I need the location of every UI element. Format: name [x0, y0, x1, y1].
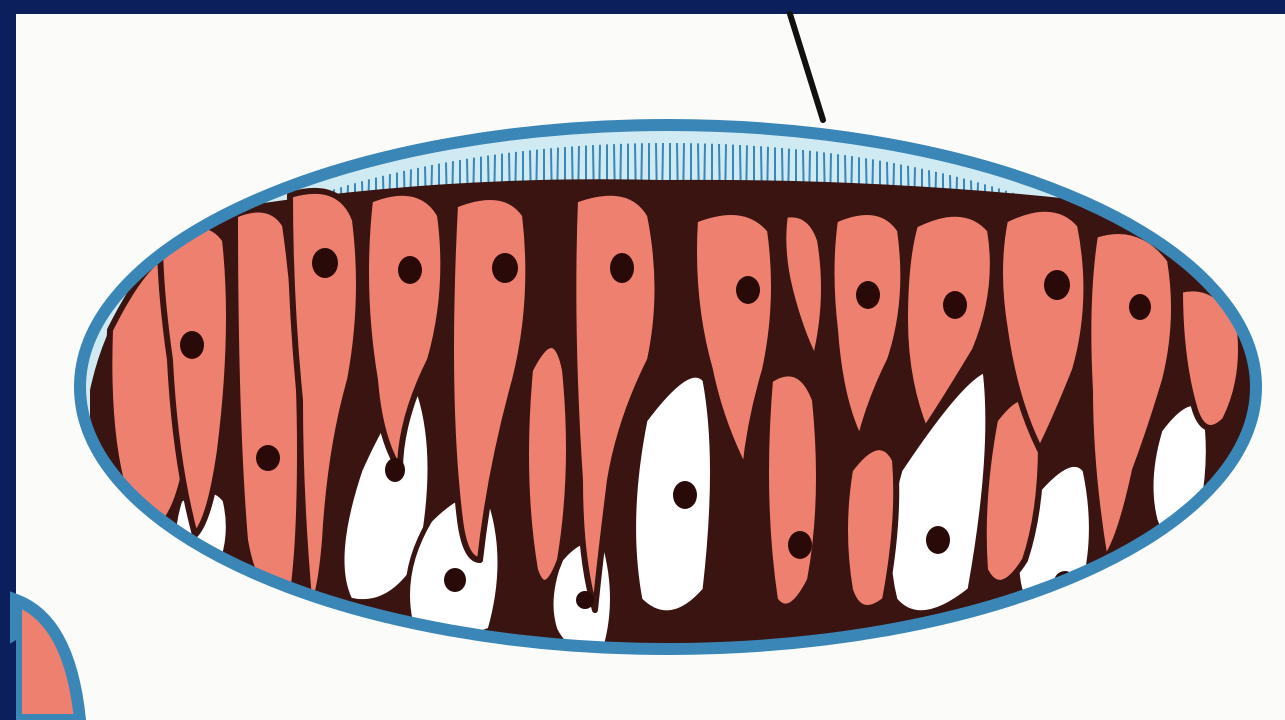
nucleus [385, 458, 405, 482]
nucleus [312, 248, 338, 278]
nucleus [1129, 294, 1151, 320]
nucleus [943, 291, 967, 319]
nucleus [610, 253, 634, 283]
corner-ribbon [0, 640, 16, 720]
nucleus [736, 276, 760, 304]
epithelium-layer [80, 143, 1265, 700]
nucleus [1044, 270, 1070, 300]
nucleus [856, 281, 880, 309]
nucleus [788, 531, 812, 559]
nucleus [492, 253, 518, 283]
adjacent-oval-fragment [16, 600, 80, 720]
nucleus [180, 331, 204, 359]
nucleus [398, 256, 422, 284]
columnar-cell [845, 447, 896, 608]
nucleus [926, 526, 950, 554]
nucleus [576, 591, 594, 609]
nucleus [444, 568, 466, 592]
pointer-line [790, 14, 823, 120]
nucleus [673, 481, 697, 509]
columnar-cell [526, 345, 569, 583]
columnar-cell [766, 373, 819, 606]
nucleus [256, 445, 280, 471]
